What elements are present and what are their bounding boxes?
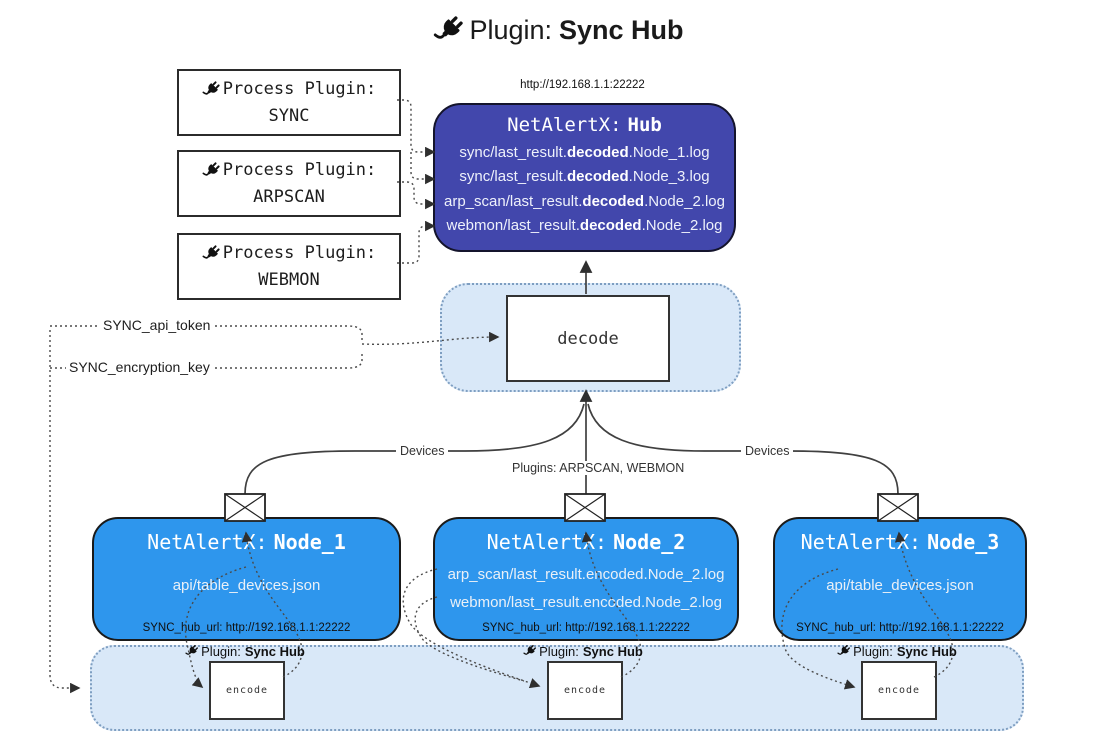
encode-box: encode (547, 661, 623, 720)
plug-icon (202, 245, 220, 259)
encode-label: encode (225, 685, 269, 696)
plug-icon (202, 162, 220, 176)
devices-right-label: Devices (741, 444, 794, 458)
edge-webmon-to-log4 (397, 220, 436, 264)
hub-title: NetAlertX:Hub (507, 114, 662, 136)
hub-log-line: webmon/last_result.decoded.Node_2.log (446, 216, 723, 234)
process-plugin-name: SYNC (268, 105, 310, 126)
node-files: api/table_devices.json (94, 572, 399, 600)
edge-sync-to-log2 (410, 152, 436, 185)
node-title: NetAlertX:Node_1 (147, 530, 346, 554)
encode-box: encode (861, 661, 937, 720)
devices-left-label: Devices (396, 444, 449, 458)
title-prefix: Plugin: (469, 15, 553, 45)
plug-icon (837, 644, 851, 655)
sync-encryption-key-label: SYNC_encryption_key (66, 359, 213, 375)
encoder-plugin-label: Plugin:Sync Hub (498, 644, 668, 659)
edge-sync-to-log1 (397, 99, 436, 158)
sync-api-token-label: SYNC_api_token (100, 317, 214, 333)
decode-box: decode (506, 295, 670, 382)
node-file: webmon/last_result.encoded.Node_2.log (450, 593, 722, 611)
hub-url-label: http://192.168.1.1:22222 (520, 79, 645, 91)
process-plugin-name: ARPSCAN (253, 186, 325, 207)
hub-log-line: sync/last_result.decoded.Node_1.log (459, 144, 710, 161)
hub-log-lines: sync/last_result.decoded.Node_1.log sync… (435, 141, 734, 238)
encode-label: encode (563, 685, 607, 696)
node-hub-url: SYNC_hub_url: http://192.168.1.1:22222 (142, 622, 351, 634)
node-file: api/table_devices.json (826, 577, 974, 594)
envelope-icon (877, 493, 919, 522)
node-3-box: NetAlertX:Node_3 api/table_devices.json … (773, 517, 1027, 641)
edge-config-to-strip (49, 330, 81, 694)
node-hub-url: SYNC_hub_url: http://192.168.1.1:22222 (796, 622, 1004, 634)
title-name: Sync Hub (559, 15, 684, 45)
plug-icon (434, 16, 464, 39)
node-2-box: NetAlertX:Node_2 arp_scan/last_result.en… (433, 517, 739, 641)
node-file: api/table_devices.json (172, 577, 321, 594)
encode-label: encode (877, 685, 921, 696)
plugins-mid-label: Plugins: ARPSCAN, WEBMON (508, 461, 689, 475)
node-1-box: NetAlertX:Node_1 api/table_devices.json … (92, 517, 401, 641)
hub-box: NetAlertX:Hub sync/last_result.decoded.N… (433, 103, 736, 252)
node-title: NetAlertX:Node_2 (486, 530, 686, 554)
plug-icon (185, 644, 199, 655)
node-title: NetAlertX:Node_3 (800, 530, 1000, 554)
node-files: arp_scan/last_result.encoded.Node_2.log … (435, 561, 737, 617)
decode-label: decode (557, 328, 619, 349)
node-file: arp_scan/last_result.encoded.Node_2.log (447, 566, 725, 583)
envelope-icon (564, 493, 606, 522)
process-plugin-label: Process Plugin: (222, 243, 377, 264)
edge-arpscan-to-log3 (397, 181, 436, 210)
process-plugin-name: WEBMON (258, 269, 320, 290)
process-plugin-sync: Process Plugin: SYNC (177, 69, 401, 136)
hub-log-line: sync/last_result.decoded.Node_3.log (459, 168, 710, 186)
node-files: api/table_devices.json (775, 572, 1025, 600)
process-plugin-label: Process Plugin: (222, 160, 377, 181)
envelope-icon (224, 493, 266, 522)
plug-icon (523, 644, 537, 655)
node-hub-url: SYNC_hub_url: http://192.168.1.1:22222 (482, 622, 690, 634)
hub-log-line: arp_scan/last_result.decoded.Node_2.log (444, 192, 725, 210)
encode-box: encode (209, 661, 285, 720)
process-plugin-arpscan: Process Plugin: ARPSCAN (177, 150, 401, 217)
plug-icon (202, 81, 220, 95)
process-plugin-label: Process Plugin: (222, 79, 377, 100)
page-title: Plugin:Sync Hub (0, 14, 1117, 46)
encoder-plugin-label: Plugin:Sync Hub (812, 644, 982, 659)
encoder-plugin-label: Plugin:Sync Hub (160, 644, 330, 659)
process-plugin-webmon: Process Plugin: WEBMON (177, 233, 401, 300)
